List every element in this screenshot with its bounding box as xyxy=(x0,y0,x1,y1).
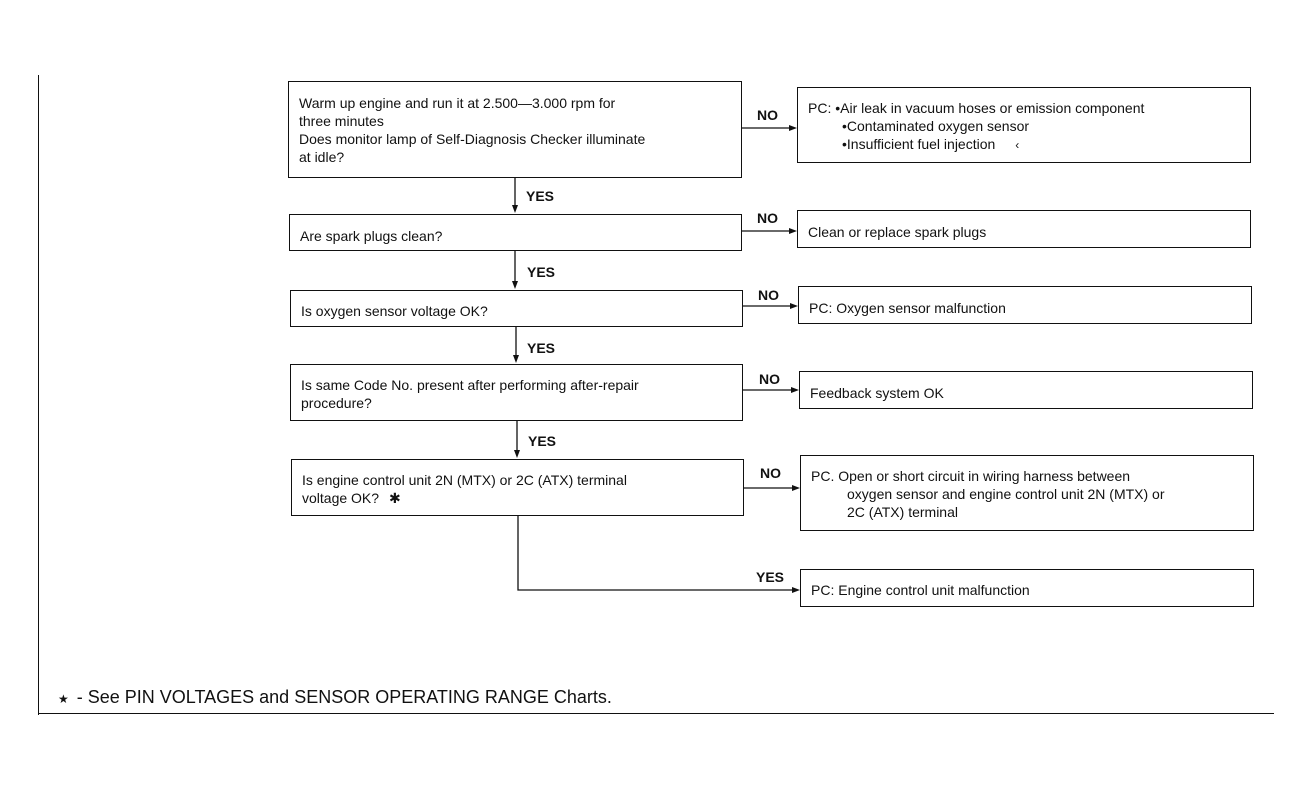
no-label-3: NO xyxy=(758,287,779,303)
outcome-1-mark: ‹ xyxy=(1015,138,1020,152)
decision-ecu-terminal-voltage: Is engine control unit 2N (MTX) or 2C (A… xyxy=(291,459,744,516)
outcome-3-line-1: PC: Oxygen sensor malfunction xyxy=(809,300,1006,316)
decision-5-line-2-text: voltage OK? xyxy=(302,490,380,506)
outcome-5-line-3: 2C (ATX) terminal xyxy=(847,504,958,520)
footnote-star-icon: ★ xyxy=(58,692,69,706)
outcome-clean-replace-spark-plugs: Clean or replace spark plugs xyxy=(797,210,1251,248)
decision-2-line-1: Are spark plugs clean? xyxy=(300,228,443,244)
decision-5-line-1: Is engine control unit 2N (MTX) or 2C (A… xyxy=(302,472,627,488)
decision-oxygen-sensor-voltage: Is oxygen sensor voltage OK? xyxy=(290,290,743,327)
outcome-6-line-1: PC: Engine control unit malfunction xyxy=(811,582,1030,598)
outcome-1-prefix: PC: xyxy=(808,100,832,116)
decision-warm-up-monitor-lamp: Warm up engine and run it at 2.500—3.000… xyxy=(288,81,742,178)
decision-same-code-present: Is same Code No. present after performin… xyxy=(290,364,743,421)
page-frame-left-rule xyxy=(38,75,39,715)
outcome-5-line-1: PC. Open or short circuit in wiring harn… xyxy=(811,468,1131,484)
outcome-ecu-malfunction: PC: Engine control unit malfunction xyxy=(800,569,1254,607)
outcome-5-line-2: oxygen sensor and engine control unit 2N… xyxy=(847,486,1165,502)
page-frame-bottom-rule xyxy=(38,713,1274,714)
decision-5-line-2: voltage OK? ✱ xyxy=(302,489,733,507)
outcome-2-line-1: Clean or replace spark plugs xyxy=(808,224,987,240)
outcome-1-item-1: •Air leak in vacuum hoses or emission co… xyxy=(835,100,1145,116)
no-label-4: NO xyxy=(759,371,780,387)
outcome-vacuum-hose-sensor-fuel: PC: •Air leak in vacuum hoses or emissio… xyxy=(797,87,1251,163)
decision-spark-plugs-clean: Are spark plugs clean? xyxy=(289,214,742,251)
no-label-5: NO xyxy=(760,465,781,481)
yes-label-3: YES xyxy=(527,340,556,356)
footnote-text: - See PIN VOLTAGES and SENSOR OPERATING … xyxy=(76,687,612,707)
outcome-1-line-1: PC: •Air leak in vacuum hoses or emissio… xyxy=(808,99,1240,117)
decision-4-line-1: Is same Code No. present after performin… xyxy=(301,377,639,393)
decision-1-line-3: Does monitor lamp of Self-Diagnosis Chec… xyxy=(299,131,646,147)
decision-1-line-1: Warm up engine and run it at 2.500—3.000… xyxy=(299,95,616,111)
yes-label-4: YES xyxy=(528,433,557,449)
yes-label-2: YES xyxy=(527,264,556,280)
footnote-reference-mark: ✱ xyxy=(388,490,401,506)
decision-3-line-1: Is oxygen sensor voltage OK? xyxy=(301,303,488,319)
decision-4-line-2: procedure? xyxy=(301,395,372,411)
outcome-1-line-3: •Insufficient fuel injection ‹ xyxy=(808,135,1240,154)
decision-1-line-4: at idle? xyxy=(299,149,345,165)
no-label-1: NO xyxy=(757,107,778,123)
outcome-4-line-1: Feedback system OK xyxy=(810,385,944,401)
no-label-2: NO xyxy=(757,210,778,226)
outcome-1-item-3: •Insufficient fuel injection xyxy=(842,136,996,152)
decision-1-line-2: three minutes xyxy=(299,113,384,129)
footnote: ★ - See PIN VOLTAGES and SENSOR OPERATING… xyxy=(58,686,612,710)
yes-label-5: YES xyxy=(756,569,785,585)
yes-label-1: YES xyxy=(526,188,555,204)
outcome-feedback-system-ok: Feedback system OK xyxy=(799,371,1253,409)
outcome-1-item-2: •Contaminated oxygen sensor xyxy=(842,118,1030,134)
outcome-open-short-circuit-harness: PC. Open or short circuit in wiring harn… xyxy=(800,455,1254,531)
outcome-oxygen-sensor-malfunction: PC: Oxygen sensor malfunction xyxy=(798,286,1252,324)
